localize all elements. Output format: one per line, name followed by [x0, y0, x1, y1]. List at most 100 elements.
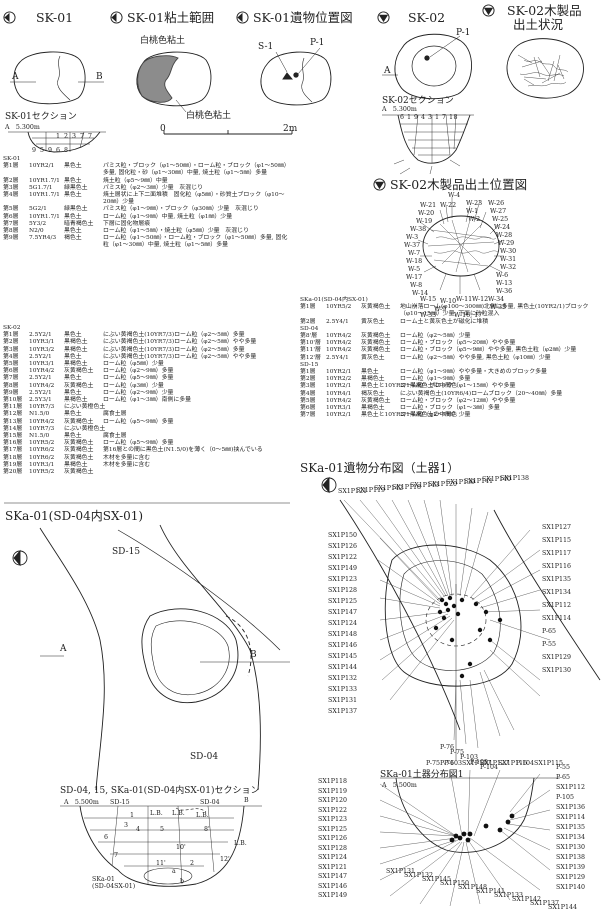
- table-cell: 黄灰色土: [361, 318, 385, 325]
- sk02-title: SK-02: [407, 10, 446, 25]
- table-cell: 10YR3/1: [326, 405, 352, 412]
- table-cell: 2.5Y2/1: [29, 353, 52, 360]
- scale-2m: 2m: [283, 124, 298, 134]
- section-num: 7: [114, 852, 119, 859]
- table-cell: ローム粒（φ1〜9㎜）多量: [400, 376, 471, 383]
- artifact-label: SX1P144: [548, 904, 578, 911]
- table-cell: 第6層: [300, 405, 316, 412]
- table-cell: 10YR4/2: [326, 397, 352, 404]
- wood-label: W-20: [418, 210, 435, 217]
- table-cell: 第7層: [3, 375, 19, 382]
- table-cell: 灰黄褐色土: [64, 368, 94, 375]
- north-arrow-icon: [110, 11, 123, 24]
- sk02-section-title: SK-02セクション: [382, 96, 454, 106]
- table-cell: ローム粒（φ2〜9㎜）少量: [103, 389, 174, 396]
- section-num: 6: [104, 834, 109, 841]
- artifact-label: SX1P140: [556, 884, 586, 891]
- artifact-label: SX1P127: [480, 760, 510, 767]
- table-cell: 第18層: [3, 454, 23, 461]
- sk01-section-numbers-2: 9 5 9 6 8: [32, 147, 70, 154]
- artifact-label: SX1P136: [556, 804, 586, 811]
- table-cell: 2.5Y4/1: [326, 354, 349, 361]
- table-cell: 灰黄褐色土: [64, 469, 94, 476]
- sk02-wood-title-1: SK-02木製品: [507, 3, 582, 18]
- table-cell: N1.5/0: [29, 411, 50, 418]
- sk02-section-level: A 5.300m: [382, 106, 417, 113]
- table-cell: 腐食土層: [103, 411, 127, 418]
- table-cell: 10YR4/2: [29, 382, 55, 389]
- artifact-label-p1: P-1: [310, 38, 325, 48]
- table-heading: SKa-01(SD-04内SX-01): [300, 297, 368, 303]
- table-cell: 第4層: [3, 192, 19, 199]
- dist-level: A 5.500m: [382, 782, 417, 789]
- section-num: 4: [136, 826, 141, 833]
- table-cell: 灰黄褐色土: [64, 418, 94, 425]
- artifact-label: SX1P118: [392, 483, 422, 491]
- table-cell: ローム粒（φ1〜3㎜）南側に多量: [103, 397, 192, 404]
- section-ska: SKa-01: [92, 876, 115, 883]
- table-cell: ローム粒・ブロック（φ5〜20㎜）やや多量: [400, 340, 516, 347]
- north-arrow-icon: [482, 4, 495, 17]
- table-cell: にぶい黄褐色土(10YR6/4)ロームブロック（20〜40㎜）多量: [400, 390, 563, 397]
- artifact-label: P-105: [470, 759, 489, 766]
- table-cell: 10YR3/2: [29, 346, 55, 353]
- sk01-artifact-title: SK-01遺物位置図: [252, 10, 353, 25]
- table-cell: 黒褐色土: [64, 397, 88, 404]
- artifact-label: P-65: [556, 774, 571, 781]
- table-cell: 10YR4/2: [29, 368, 55, 375]
- table-cell: 第1層: [3, 163, 19, 170]
- table-cell: 灰黄褐色土: [361, 304, 391, 311]
- sd04-label: SD-04: [190, 752, 219, 762]
- artifact-label: SX1P123: [318, 816, 348, 823]
- sk02-header: SK-02: [377, 11, 445, 25]
- table-cell: 灰黄褐色土: [361, 333, 391, 340]
- artifact-label: SX1P119: [318, 787, 348, 795]
- table-cell: ローム粒（φ5〜9㎜）多量: [103, 375, 174, 382]
- table-cell: 10YR3/1: [29, 339, 55, 346]
- table-cell: 灰黄褐色土: [361, 397, 391, 404]
- table-cell: 10YR2/1: [326, 383, 352, 390]
- wood-label: W-21: [420, 202, 437, 209]
- table-heading: SK-01: [3, 156, 21, 162]
- wood-label: W-26: [488, 200, 505, 207]
- wood-label: W-31: [500, 256, 517, 263]
- table-cell: 木材を多量に含む: [103, 461, 151, 468]
- artifact-label: SX1P127: [542, 524, 572, 531]
- wood-label: W-25: [492, 216, 509, 223]
- ska01-bottom-title: SKa-01(SD-04内SX-01): [5, 509, 144, 523]
- table-cell: 木材を多量に含む: [103, 454, 151, 461]
- table-cell: 地山崩落ローム(φ100〜300㎜)北側に多量, 黒色土(10YR2/1)ブロッ…: [400, 304, 589, 318]
- artifact-label: P-103: [460, 754, 479, 761]
- table-cell: 第11'層: [300, 347, 321, 354]
- artifact-label: SX1P114: [542, 615, 572, 622]
- table-cell: 緑黒色土: [64, 184, 88, 191]
- north-arrow-icon: [377, 11, 390, 24]
- table-cell: N1.5/0: [29, 433, 50, 440]
- table-cell: 第8'層: [300, 333, 318, 340]
- section-num: L.B.: [196, 812, 209, 819]
- artifact-label: SX1P112: [556, 784, 586, 791]
- table-cell: 暗青褐色土: [64, 220, 94, 227]
- table-cell: 黒褐色土: [64, 361, 88, 368]
- section-num: 5: [160, 826, 165, 833]
- sk01-title: SK-01: [35, 10, 74, 25]
- artifact-label: P-75P-76: [426, 760, 455, 767]
- artifact-label: P-104: [516, 760, 535, 767]
- table-cell: 黒色土: [64, 192, 82, 199]
- table-cell: 灰黄褐色土: [361, 340, 391, 347]
- artifact-label: SX1P119: [356, 486, 386, 494]
- sd15-label: SD-15: [112, 547, 141, 557]
- artifact-label: P-104: [480, 764, 499, 771]
- artifact-label: SX1P146: [318, 882, 348, 890]
- section-num: 3: [124, 822, 129, 829]
- wood-label: W-36: [496, 288, 513, 295]
- clay-label-bottom: 白桃色粘土: [186, 111, 232, 121]
- table-cell: 10YR4/2: [326, 333, 352, 340]
